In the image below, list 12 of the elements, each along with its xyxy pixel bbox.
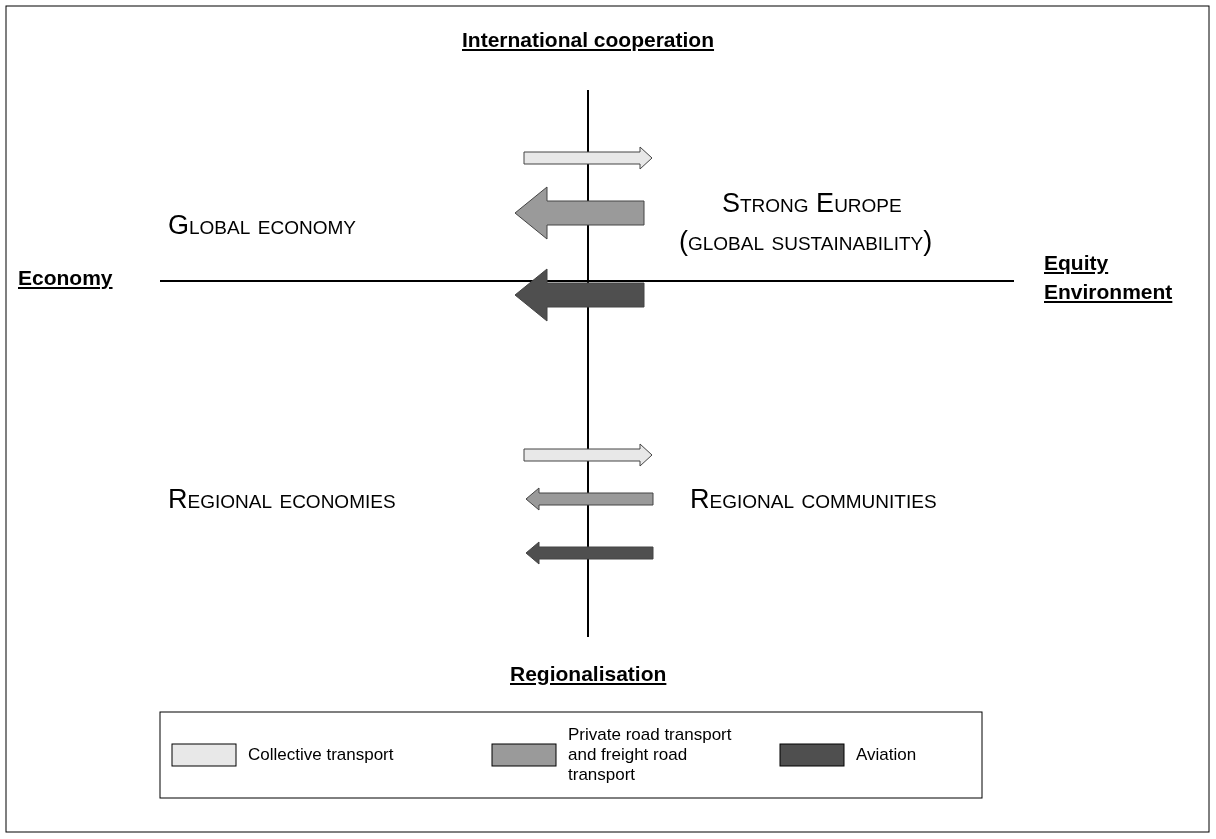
axis-label: Economy [18,266,113,290]
scenario-label: Global economy [168,210,356,241]
scenario-label: Regional communities [690,484,937,515]
axis-label: International cooperation [462,28,715,52]
scenario-subtitle: (global sustainability) [679,226,933,257]
scenario-label: Regional economies [168,484,396,515]
axis-label: Regionalisation [510,662,667,686]
scenario-label: Strong Europe [722,188,902,219]
axis-label: Equity Environment [1044,250,1174,305]
legend-label: Private road transport and freight road transport [568,725,733,785]
legend-label: Collective transport [248,745,395,765]
legend-label: Aviation [856,745,918,765]
